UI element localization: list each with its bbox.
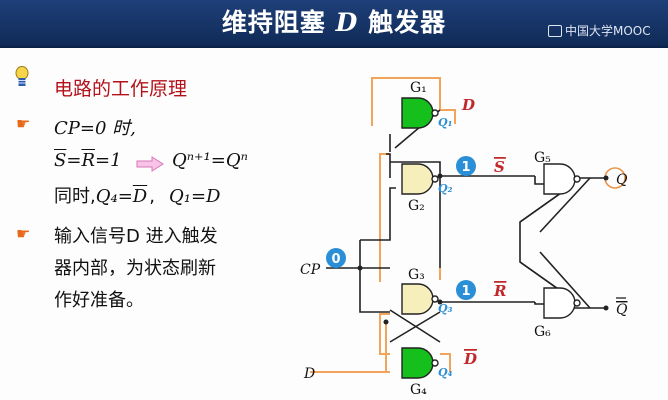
label-g6: G₆ <box>534 324 551 340</box>
output-q4: Q₄ <box>438 366 453 379</box>
cp-zero-line: CP=0 时, <box>54 118 136 139</box>
gate-g6 <box>543 287 576 319</box>
label-g3: G₃ <box>408 267 425 283</box>
output-q1: Q₁ <box>438 116 452 129</box>
s-bar: S <box>54 150 67 171</box>
svg-text:1: 1 <box>461 284 470 299</box>
eq-sign: = <box>66 150 82 171</box>
circuit-diagram: 0 1 1 G₁ G₂ G₃ G₄ G₅ G₆ Q₁ Q₂ Q₃ Q₄ D D <box>300 77 628 398</box>
badge-s: 1 <box>456 156 476 176</box>
slide-content: 电路的工作原理 ☛ CP=0 时, S=R=1 Qⁿ⁺¹=Qⁿ 同时,Q₄=D,… <box>0 48 668 400</box>
q-relations-line: 同时,Q₄=D, Q₁=D <box>54 182 220 208</box>
mooc-watermark: 中国大学MOOC <box>548 22 651 38</box>
output-q2: Q₂ <box>438 182 453 195</box>
gate-g2 <box>401 163 434 195</box>
bullet2-line3: 作好准备。 <box>54 290 144 311</box>
label-g2: G₂ <box>408 198 425 214</box>
title-part-1: 维持阻塞 <box>221 8 326 37</box>
output-q3: Q₃ <box>438 302 453 315</box>
label-d-input: D <box>303 366 315 382</box>
r-bar: R <box>81 150 95 171</box>
separator: , <box>149 186 155 207</box>
badge-cp: 0 <box>326 248 346 268</box>
pointing-hand-icon-2: ☛ <box>16 224 31 243</box>
label-g4: G₄ <box>410 382 427 398</box>
q1-eq: Q₁=D <box>168 186 221 207</box>
bullet2-line1: 输入信号D 进入触发 <box>54 226 218 247</box>
mooc-logo-icon <box>548 25 562 37</box>
label-r-bar: R <box>493 282 506 300</box>
tongshi-label: 同时, <box>54 186 96 207</box>
badge-r: 1 <box>456 280 476 300</box>
svg-text:1: 1 <box>461 160 470 175</box>
label-g5: G₅ <box>534 150 551 166</box>
label-d-top: D <box>461 96 475 114</box>
pointing-hand-icon: ☛ <box>16 114 31 133</box>
label-d-bar: D <box>463 350 477 368</box>
title-variable: D <box>335 8 359 37</box>
sr-equation-line: S=R=1 <box>54 150 122 171</box>
label-g1: G₁ <box>410 80 427 96</box>
bullet2-line2: 器内部，为状态刷新 <box>54 258 216 279</box>
label-q: Q <box>616 172 628 188</box>
label-q-bar: Q <box>616 302 628 318</box>
gate-g4 <box>401 347 434 379</box>
gate-g1 <box>401 97 434 129</box>
qn-equation: Qⁿ⁺¹=Qⁿ <box>172 150 248 171</box>
title-part-2: 触发器 <box>368 8 447 37</box>
slide-title: 维持阻塞 D 触发器 <box>0 0 668 46</box>
section-heading: 电路的工作原理 <box>54 78 188 100</box>
gate-g3 <box>401 283 434 315</box>
gate-g5 <box>543 163 576 195</box>
arrow-right-icon <box>136 156 164 172</box>
title-bar <box>0 0 668 48</box>
q4-eq: Q₄= <box>95 186 133 207</box>
label-cp: CP <box>300 262 321 278</box>
lightbulb-icon <box>15 66 29 86</box>
label-s-bar: S <box>494 158 505 176</box>
svg-text:0: 0 <box>331 252 340 267</box>
watermark-text: 中国大学MOOC <box>565 24 651 38</box>
gates <box>401 97 581 379</box>
d-bar-text: D <box>132 186 148 207</box>
eq-tail: =1 <box>95 150 122 171</box>
